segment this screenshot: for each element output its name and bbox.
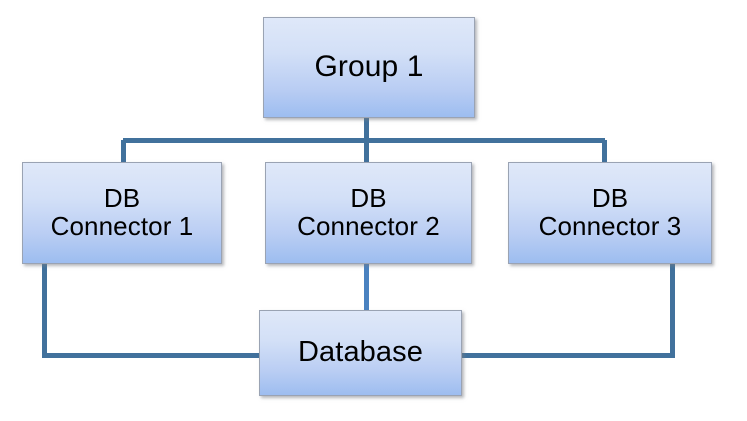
node-database[interactable]: Database — [259, 310, 462, 396]
node-db-connector-3-label: DB Connector 3 — [538, 183, 682, 241]
node-db-connector-2[interactable]: DB Connector 2 — [265, 162, 472, 264]
node-db-connector-1[interactable]: DB Connector 1 — [22, 162, 222, 264]
node-group-1[interactable]: Group 1 — [263, 17, 475, 118]
node-group-1-label: Group 1 — [314, 50, 424, 84]
node-db-connector-2-label: DB Connector 2 — [297, 183, 440, 241]
node-db-connector-1-label: DB Connector 1 — [50, 183, 194, 241]
edge-conn1-to-database — [42, 264, 259, 358]
node-db-connector-3[interactable]: DB Connector 3 — [508, 162, 712, 264]
node-database-label: Database — [298, 336, 423, 369]
edge-conn3-to-database — [462, 264, 675, 358]
